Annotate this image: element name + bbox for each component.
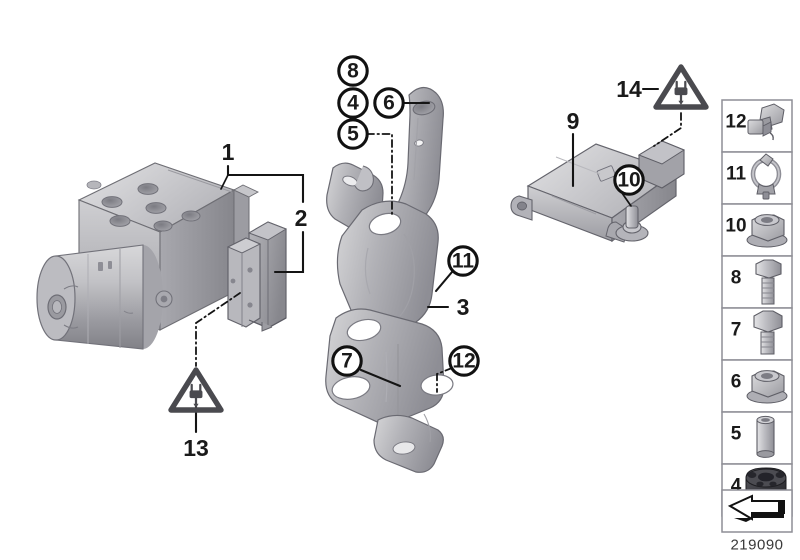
leader-line-2 [273,230,305,274]
callout-label: 5 [347,123,359,146]
callout-label: 7 [341,350,353,373]
legend-row-5[interactable]: 5 [721,411,793,465]
legend-row-10[interactable]: 10 [721,203,793,257]
legend-number: 6 [731,372,742,393]
hex-bolt-long-icon [755,259,782,305]
callout-5[interactable]: 5 [337,118,369,150]
flange-nut-icon [746,214,788,248]
valve-bore-holes [86,180,201,232]
callout-circle [337,55,369,87]
legend-number: 8 [731,268,742,289]
hex-bolt-short-icon [753,310,783,355]
callout-8[interactable]: 8 [337,55,369,87]
callout-label: 11 [452,250,475,273]
callout-label: 13 [183,435,209,461]
callout-label: 12 [452,350,475,373]
abs-control-module [226,221,288,332]
callout-label: 3 [457,294,470,320]
callout-7[interactable]: 7 [331,345,363,377]
legend-row-6[interactable]: 6 [721,359,793,413]
callout-circle [613,164,645,196]
spacer-sleeve-icon [756,415,775,458]
callout-label: 14 [616,76,642,102]
callout-label: 9 [567,108,580,134]
leader-line-5 [366,133,393,216]
legend-number: 12 [725,112,746,133]
pump-motor [36,244,163,350]
callout-9[interactable]: 9 [567,108,580,134]
callout-11[interactable]: 11 [447,245,479,277]
leader-line-14 [641,87,682,147]
callout-13[interactable]: 13 [183,435,209,461]
legend-footer-direction [721,489,793,533]
diagram-id-label: 219090 [730,537,783,554]
flange-nut-icon [746,370,788,404]
callout-12[interactable]: 12 [448,345,480,377]
callout-4[interactable]: 4 [337,87,369,119]
mounting-bracket [325,86,454,473]
legend-row-8[interactable]: 8 [721,255,793,309]
callout-circle [331,345,363,377]
leader-line-10 [621,192,632,207]
callout-10[interactable]: 10 [613,164,645,196]
electrical-plug-warning-14 [653,64,709,110]
callout-label: 1 [222,139,235,165]
leader-line-12 [436,367,453,393]
legend-panel: 12 11 10 [721,99,793,554]
legend-row-7[interactable]: 7 [721,307,793,361]
direction-arrow-icon [727,494,785,522]
callout-label: 4 [347,92,359,115]
callout-2[interactable]: 2 [295,205,308,231]
callout-label: 2 [295,205,308,231]
legend-number: 7 [731,320,742,341]
callout-label: 8 [347,60,359,83]
callout-circle [337,118,369,150]
callout-circle [448,345,480,377]
electrical-plug-warning-13 [168,367,224,413]
callout-circle [373,87,405,119]
leader-line-11 [434,270,454,293]
legend-number: 10 [725,216,746,237]
callout-label: 10 [617,169,640,192]
yaw-rate-sensor [510,140,686,243]
callout-circle [447,245,479,277]
callout-6[interactable]: 6 [373,87,405,119]
callout-14[interactable]: 14 [616,76,642,102]
callout-circle [337,87,369,119]
legend-row-11[interactable]: 11 [721,151,793,205]
legend-number: 4 [731,476,742,497]
callout-3[interactable]: 3 [457,294,470,320]
cable-clip-icon [747,103,785,141]
legend-row-12[interactable]: 12 [721,99,793,153]
callout-1[interactable]: 1 [222,139,235,165]
callout-label: 6 [383,92,395,115]
ring-clamp-icon [750,153,782,200]
leader-line-1 [220,164,305,204]
leader-line-7 [359,368,402,388]
legend-number: 5 [731,424,742,445]
legend-number: 11 [726,164,747,185]
